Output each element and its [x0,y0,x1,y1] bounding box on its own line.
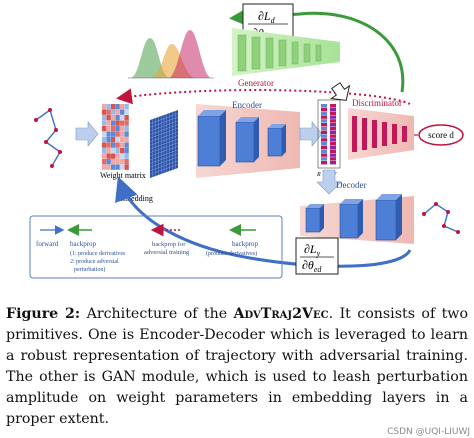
legend-adv-2: adversial training [144,249,190,256]
weight-matrix-label: Weight matrix [100,171,146,180]
encoder-network [196,104,300,178]
ed-gradient-num: ∂Ly [304,242,321,258]
legend-prod-2: (produce derivatives) [206,250,257,257]
ed-gradient-den: ∂θed [302,258,322,274]
latent-label-real: R [316,172,321,178]
legend-backprop-2: (1: produce derivatives [70,250,126,257]
caption-text-after: . It consists of two primitives. One is … [6,306,468,427]
gan-gradient-num: ∂Ld [258,9,276,25]
decoder-input-arrow [316,169,342,195]
gan-gradient-arrow [229,4,405,93]
output-trajectory [422,202,460,234]
input-trajectory [34,108,62,168]
legend-backprop-3: 2: produce adversial [70,259,119,265]
discriminator-network [348,108,414,160]
discriminator-label: Discriminator [352,98,402,108]
legend-backprop-4: perturbation) [74,266,105,273]
noise-distributions [128,30,214,79]
embedding-label: Embedding [116,194,153,203]
decoder-label: Decoder [336,180,366,190]
latent-vectors [321,104,336,165]
legend-adv-1: backprop for [152,241,186,248]
ed-gradient-box [295,237,339,275]
embedding-layer [149,110,179,178]
generator-label: Generator [238,78,274,88]
input-arrow [75,121,99,147]
generator-network [232,28,340,76]
weight-matrix [102,104,129,170]
watermark: CSDN @UQI-LIUWJ [387,427,470,437]
encoder-output-arrow [299,121,323,147]
legend: forward backprop (1: produce derivatives… [29,215,283,279]
hollow-arrow [330,82,351,101]
caption-text-before: Architecture of the [80,306,234,322]
figure-caption: Figure 2: Architecture of the AdvTraj2Ve… [6,304,468,430]
score-node [418,124,464,146]
legend-backprop-1: backprop [70,240,97,248]
caption-model-name: AdvTraj2Vec [233,306,329,322]
decoder-network [300,194,414,244]
encoder-label: Encoder [232,100,262,110]
score-label: score d [428,130,454,140]
architecture-diagram: ∂Ld ∂θgan Generator Weight matrix Embedd… [29,3,464,279]
legend-forward: forward [36,240,59,248]
caption-label: Figure 2: [6,306,81,322]
legend-prod-1: backprop [232,240,259,248]
